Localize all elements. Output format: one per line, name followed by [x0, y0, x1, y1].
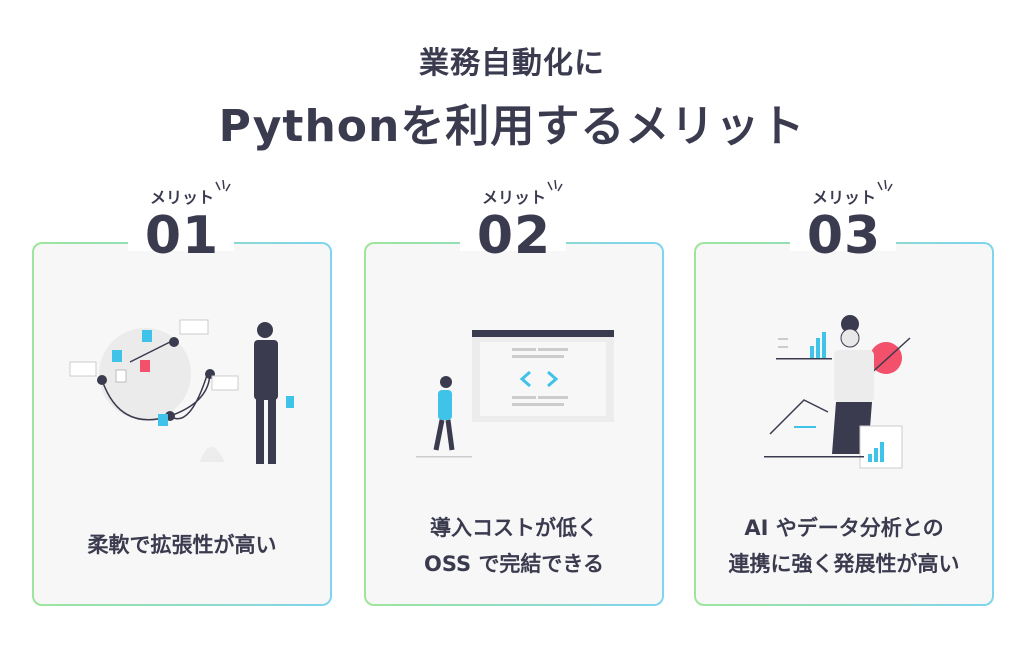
card-1-title-gap [128, 235, 234, 251]
merit-label-2: メリット [481, 188, 546, 207]
merit-2-line-1: 導入コストが低く [430, 516, 598, 540]
merit-3-line-2: 連携に強く発展性が高い [728, 552, 960, 576]
merit-card-2 [364, 242, 664, 606]
merit-number-1: 01 [144, 206, 220, 266]
sparkle-icon-3 [877, 179, 893, 192]
card-3-title-gap [790, 235, 896, 251]
page-title: Pythonを利用するメリット [218, 101, 806, 152]
illustration-code-window [416, 330, 614, 458]
sparkle-icon-2 [547, 179, 563, 192]
page-subtitle: 業務自動化に [419, 46, 605, 81]
merit-2-line-2: OSS で完結できる [423, 552, 605, 576]
merit-3-line-1: AI やデータ分析との [744, 516, 944, 540]
card-2-title-gap [460, 235, 566, 251]
merit-description-3: AI やデータ分析との 連携に強く発展性が高い [694, 510, 994, 582]
sparkle-icon-1 [215, 179, 231, 192]
merit-label-3: メリット [811, 188, 876, 207]
merit-1-line-1: 柔軟で拡張性が高い [87, 533, 277, 557]
merit-label-1: メリット [149, 188, 214, 207]
illustration-data-analysis [764, 315, 911, 469]
illustration-flexible-workflow [69, 319, 294, 464]
merit-number-3: 03 [806, 206, 882, 266]
merit-card-3 [694, 242, 994, 606]
merit-description-2: 導入コストが低く OSS で完結できる [364, 510, 664, 582]
merit-card-1 [32, 242, 332, 606]
merit-number-2: 02 [476, 206, 552, 266]
merit-description-1: 柔軟で拡張性が高い [32, 527, 332, 563]
